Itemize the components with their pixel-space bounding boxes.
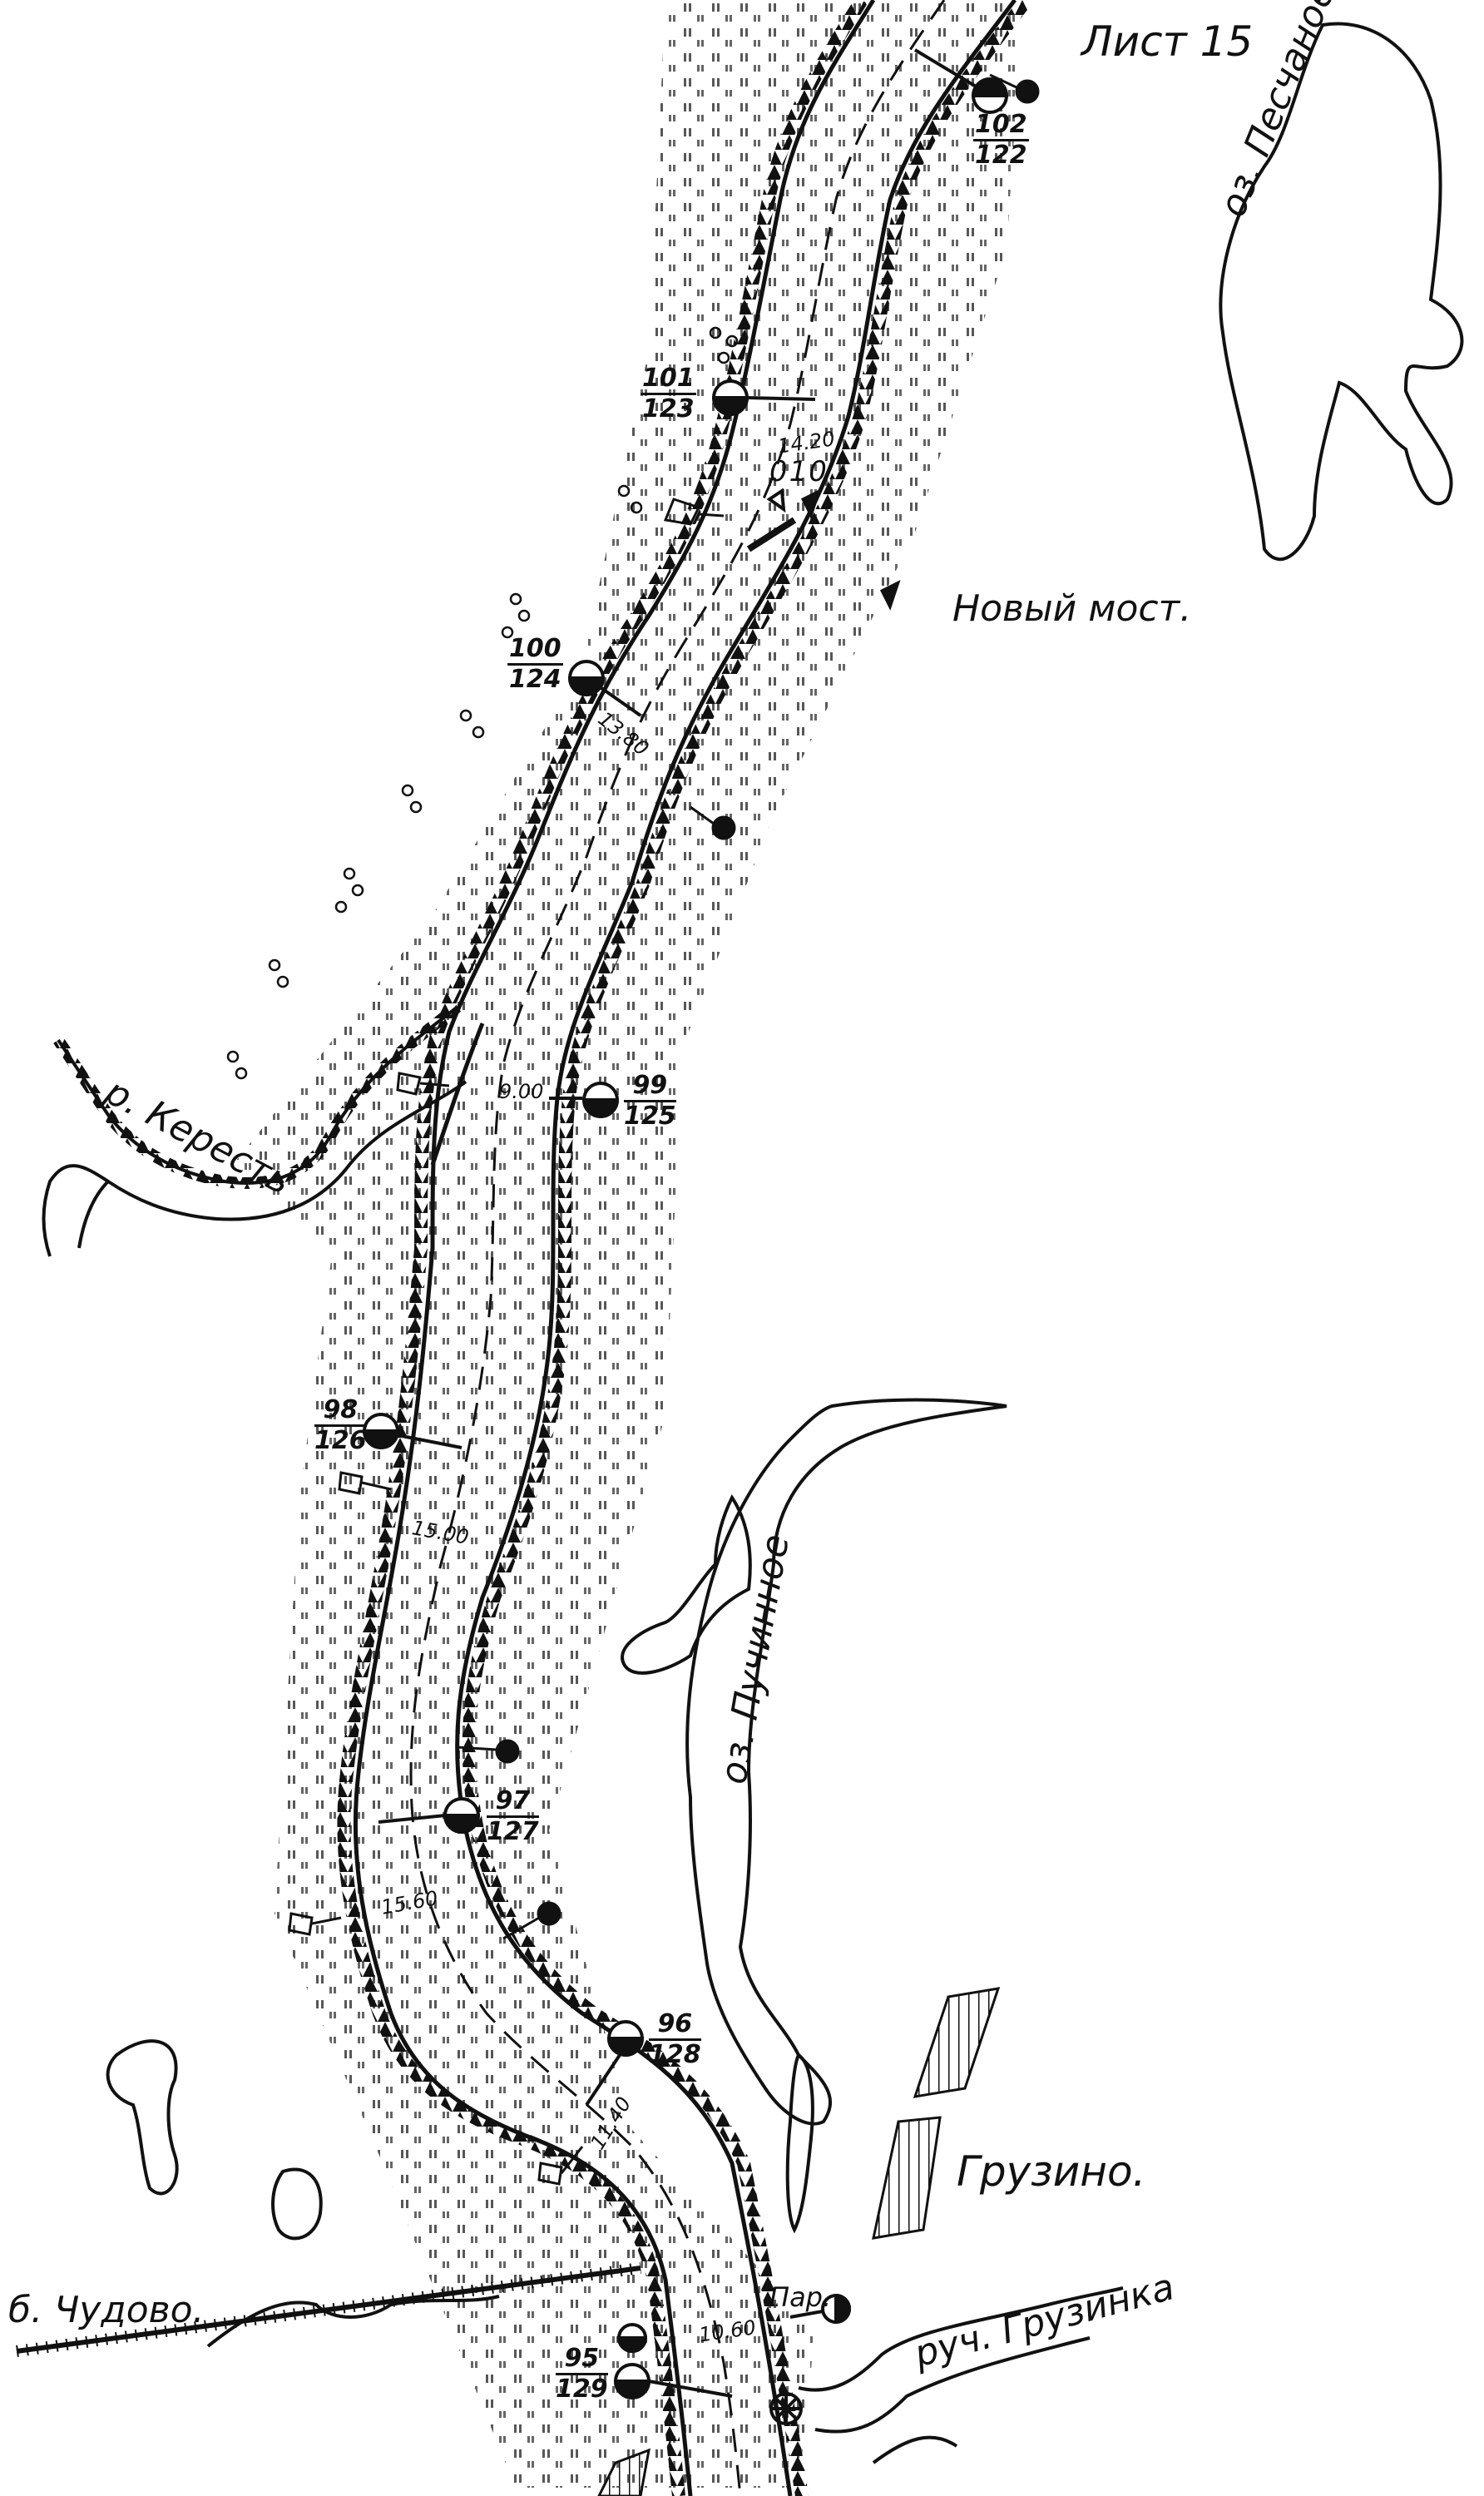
nav-signs [288, 498, 725, 2186]
station-number: 98 [314, 1398, 367, 1427]
bush-markers [226, 326, 739, 1080]
station-100: 100 124 [507, 636, 563, 692]
station-101: 101 123 [641, 366, 696, 422]
river-kerest [42, 1002, 485, 1257]
station-km: 129 [556, 2375, 608, 2404]
railway [16, 2262, 641, 2357]
station-km: 122 [975, 141, 1027, 170]
ferry-wheel-icon [769, 2392, 803, 2425]
pond-left-2 [271, 2167, 323, 2241]
station-km: 125 [624, 1102, 676, 1131]
station-number: 100 [507, 636, 563, 666]
chudovo-label: б. Чудово. [8, 2289, 205, 2331]
station-102: 102 122 [973, 112, 1029, 168]
station-km: 123 [642, 394, 695, 423]
stream-gruzinka [798, 2286, 1124, 2464]
gruzino-buildings [597, 1987, 1001, 2496]
ferry-label: Пар. [769, 2281, 832, 2313]
station-96: 96 128 [649, 2012, 701, 2068]
station-circles [362, 48, 1009, 2399]
bridge-mark-label: 010 [769, 455, 829, 488]
light-markers [457, 73, 1040, 1940]
station-number: 102 [973, 112, 1029, 141]
station-97: 97 127 [487, 1789, 539, 1845]
lake-peschanoe-shore [1219, 22, 1464, 562]
station-95: 95 129 [556, 2346, 608, 2402]
gruzino-label: Грузино. [957, 2147, 1146, 2196]
lakes [106, 22, 1464, 2241]
station-98: 98 126 [314, 1398, 367, 1454]
pond-gruzino [785, 2053, 814, 2234]
station-km: 126 [314, 1426, 367, 1455]
pond-left-1 [106, 2039, 179, 2196]
floodplain-stipple [233, 0, 1023, 2488]
bridge-symbol [746, 488, 797, 552]
station-km: 128 [649, 2040, 701, 2069]
station-99: 99 125 [624, 1073, 676, 1129]
station-km: 127 [487, 1817, 539, 1846]
station-km: 124 [509, 665, 561, 694]
sheet-title: Лист 15 [1081, 17, 1254, 66]
fairway-line [409, 0, 946, 2496]
depth-reading: 9.00 [499, 1080, 544, 1103]
station-number: 101 [641, 366, 696, 395]
new-bridge-label: Новый мост. [952, 587, 1192, 630]
station-number: 95 [556, 2346, 608, 2375]
station-number: 96 [649, 2012, 701, 2041]
station-number: 97 [487, 1789, 539, 1818]
station-number: 99 [624, 1073, 676, 1102]
